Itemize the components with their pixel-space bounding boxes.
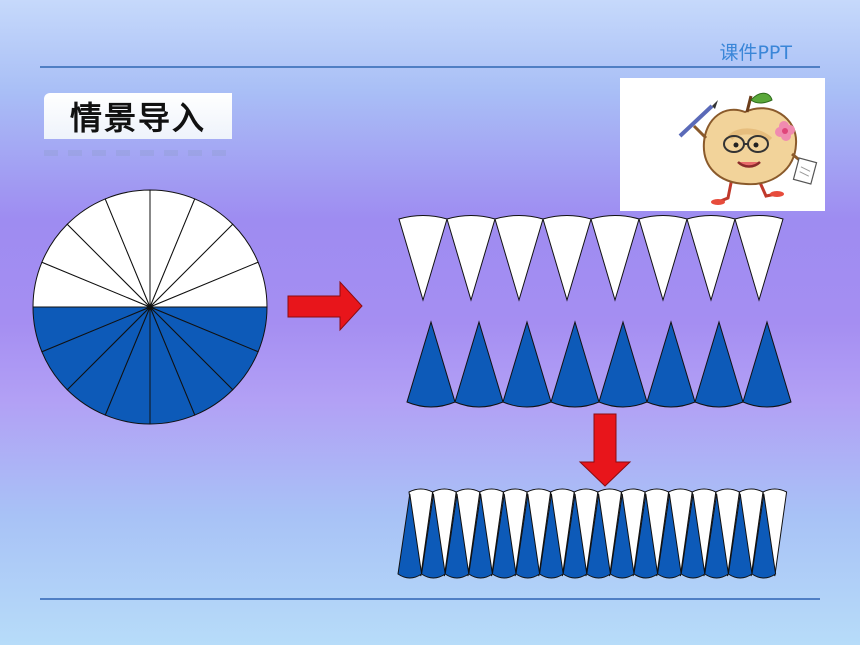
illustration-frame	[620, 78, 825, 211]
arrow-right-icon	[287, 280, 363, 332]
arrow-down-shape	[578, 413, 632, 487]
page-title: 情景导入	[69, 99, 206, 137]
white-sector	[446, 215, 496, 302]
bottom-rule	[40, 598, 820, 600]
title-underline	[44, 150, 234, 156]
white-sector	[590, 215, 640, 302]
white-sector	[398, 215, 448, 302]
blue-sector-row	[406, 320, 792, 408]
blue-sector	[454, 320, 504, 408]
circle-sector	[32, 306, 151, 353]
blue-sector	[550, 320, 600, 408]
interleaved-blue-sector	[751, 493, 777, 579]
title-box: 情景导入	[44, 93, 232, 139]
white-sector	[686, 215, 736, 302]
apple-character-icon	[678, 92, 818, 205]
white-sector	[542, 215, 592, 302]
blue-sector	[694, 320, 744, 408]
blue-sector	[406, 320, 456, 408]
blue-sector	[598, 320, 648, 408]
white-sector	[638, 215, 688, 302]
arrow-right-shape	[287, 280, 363, 332]
sectored-circle	[32, 189, 268, 425]
interleaved-white-sector	[762, 488, 788, 577]
arrow-down-icon	[578, 413, 632, 487]
top-rule	[40, 66, 820, 68]
interleaved-sector-row	[397, 488, 788, 579]
white-sector-row	[398, 215, 784, 302]
brand-label: 课件PPT	[719, 42, 792, 64]
white-sector	[734, 215, 784, 302]
blue-sector	[742, 320, 792, 408]
blue-sector	[646, 320, 696, 408]
blue-sector	[502, 320, 552, 408]
white-sector	[494, 215, 544, 302]
